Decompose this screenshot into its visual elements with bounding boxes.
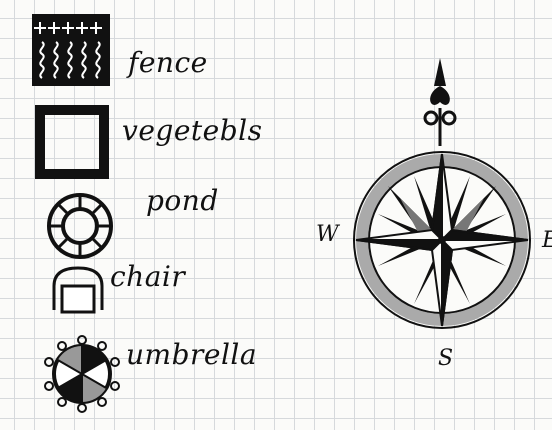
compass-rose-icon <box>300 50 552 380</box>
legend-label-pond: pond <box>146 184 219 217</box>
compass-west-label: W <box>316 222 339 247</box>
compass-south-label: S <box>438 346 453 371</box>
compass-rose: W E S <box>300 50 552 380</box>
legend-label-vegetables: vegetebls <box>122 114 262 147</box>
north-pointer-icon <box>425 58 455 146</box>
legend-label-fence: fence <box>128 46 208 79</box>
legend-label-chair: chair <box>110 260 185 293</box>
chair-icon <box>48 264 108 316</box>
umbrella-icon <box>40 332 124 416</box>
fence-icon <box>30 12 112 88</box>
compass-east-label: E <box>542 228 552 253</box>
pond-icon <box>44 190 116 262</box>
vegetable-bed-icon <box>34 104 110 180</box>
legend-label-umbrella: umbrella <box>126 338 257 371</box>
